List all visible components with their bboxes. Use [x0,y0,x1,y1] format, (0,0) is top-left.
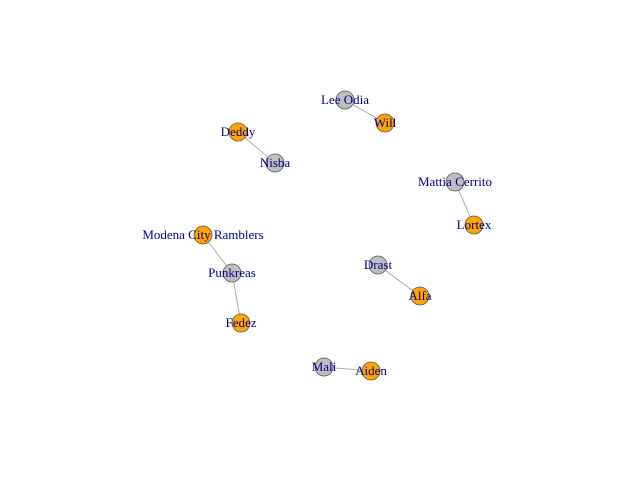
node-label-mattia-cerrito: Mattia Cerrito [418,174,492,189]
node-modena-city-ramblers [193,225,213,245]
node-label-mali: Mali [312,359,337,374]
node-alfa [410,286,430,306]
node-label-modena-city-ramblers: Modena City Ramblers [142,227,263,242]
node-label-nisba: Nisba [260,155,291,170]
node-label-lortex: Lortex [457,217,492,232]
node-lortex [464,215,484,235]
node-drast [368,255,388,275]
node-label-lee-odia: Lee Odia [321,92,369,107]
node-label-alfa: Alfa [408,288,431,303]
node-nisba [265,153,285,173]
node-mali [314,357,334,377]
node-label-drast: Drast [364,257,393,272]
nodes-layer [193,90,484,381]
node-deddy [228,122,248,142]
node-label-will: Will [374,115,397,130]
node-lee-odia [335,90,355,110]
node-punkreas [222,263,242,283]
node-label-punkreas: Punkreas [208,265,256,280]
node-aiden [361,361,381,381]
node-label-fedez: Fedez [225,315,256,330]
node-label-deddy: Deddy [221,124,256,139]
node-mattia-cerrito [445,172,465,192]
node-will [375,113,395,133]
node-fedez [231,313,251,333]
node-label-aiden: Aiden [355,363,387,378]
